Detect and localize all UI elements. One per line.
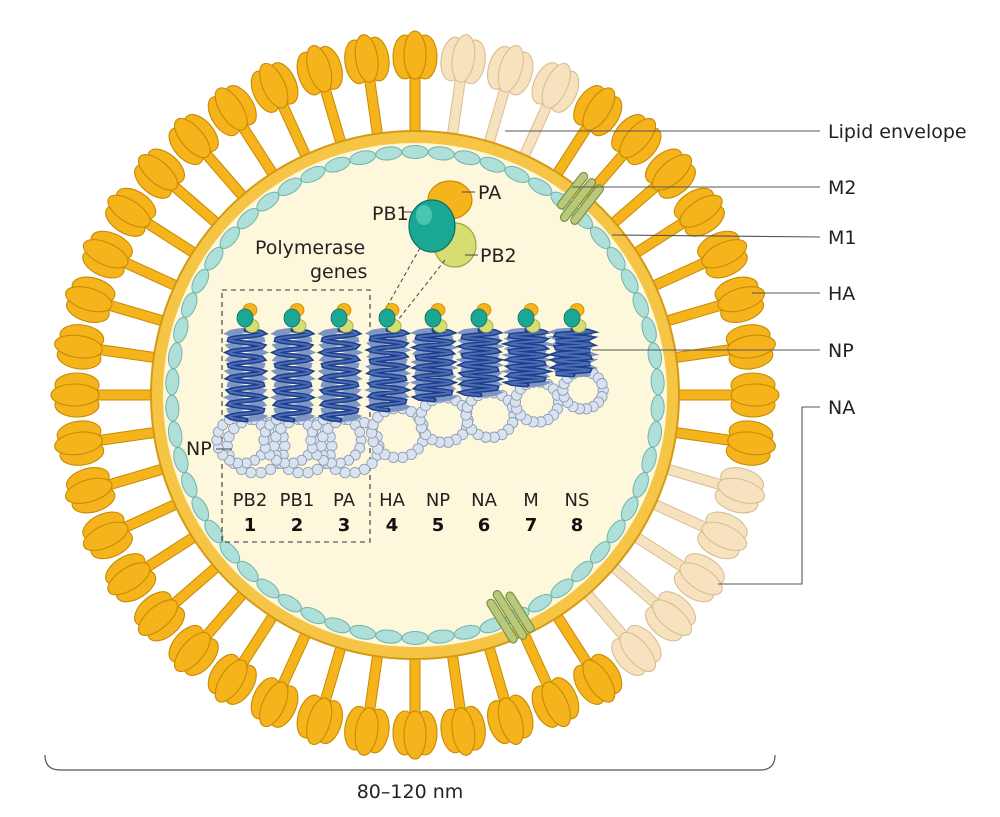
virion-interior xyxy=(163,143,667,647)
pb1-label: PB1 xyxy=(372,203,409,225)
ha-spike xyxy=(168,114,251,204)
ha-spike xyxy=(296,640,348,746)
ha-spike xyxy=(296,44,348,150)
segment-name-4: HA xyxy=(379,490,406,511)
segment-number-1: 1 xyxy=(244,515,257,536)
na-spike xyxy=(646,496,748,560)
rnp-segment-6: NA 6 xyxy=(455,303,520,536)
ha-spike xyxy=(628,187,725,261)
ha-spike xyxy=(54,420,161,466)
ha-spike xyxy=(207,85,281,182)
ha-spike xyxy=(549,608,623,705)
pb2-label: PB2 xyxy=(480,245,517,267)
m2-channel-top xyxy=(556,171,605,225)
m1-label: M1 xyxy=(828,227,856,249)
segment-number-7: 7 xyxy=(525,515,538,536)
ha-spike xyxy=(440,649,486,756)
pb1-subunit xyxy=(408,199,456,253)
ha-spike xyxy=(672,372,780,418)
lipid-envelope-label: Lipid envelope xyxy=(828,121,967,143)
na-label: NA xyxy=(828,397,855,419)
ha-spike xyxy=(54,324,161,370)
rnp-segment-3: PA 3 xyxy=(305,303,385,536)
ha-label: HA xyxy=(828,283,855,305)
pa-label: PA xyxy=(478,182,501,204)
m1-protein xyxy=(375,146,403,161)
ha-spike xyxy=(344,649,390,756)
rnp-segment-8: NS 8 xyxy=(546,303,609,536)
ha-spike xyxy=(50,372,158,418)
np-left-label: NP xyxy=(186,438,212,460)
na-spike xyxy=(628,529,725,603)
segment-number-8: 8 xyxy=(571,515,584,536)
ha-spike xyxy=(669,420,776,466)
np-label: NP xyxy=(828,340,854,362)
ha-spike xyxy=(134,148,224,231)
ha-spike xyxy=(392,652,438,760)
segment-name-7: M xyxy=(523,490,539,511)
m1-protein xyxy=(401,145,429,159)
m1-protein xyxy=(401,631,429,645)
segment-number-2: 2 xyxy=(291,515,304,536)
ha-spike xyxy=(168,586,251,676)
ha-spike xyxy=(344,34,390,141)
ha-spike xyxy=(669,324,776,370)
na-spike xyxy=(660,462,766,514)
ha-spike xyxy=(392,30,438,138)
polymerase-genes-line2: genes xyxy=(310,261,367,283)
ha-spike xyxy=(64,276,170,328)
m2-label: M2 xyxy=(828,177,856,199)
segment-name-3: PA xyxy=(333,490,356,511)
segment-name-5: NP xyxy=(426,490,450,511)
ha-spike xyxy=(250,62,314,164)
segment-name-8: NS xyxy=(565,490,590,511)
na-spike xyxy=(579,586,662,676)
ha-spike xyxy=(579,114,662,204)
segment-name-2: PB1 xyxy=(280,490,315,511)
ha-spike xyxy=(250,626,314,728)
polymerase-complex xyxy=(408,180,477,268)
spike-layer xyxy=(50,30,780,760)
na-spike xyxy=(606,559,696,642)
ha-spike xyxy=(64,462,170,514)
size-brace xyxy=(44,754,776,771)
polymerase-genes-line1: Polymerase xyxy=(255,237,365,259)
segment-number-5: 5 xyxy=(432,515,445,536)
segment-number-4: 4 xyxy=(386,515,399,536)
ha-spike xyxy=(105,187,202,261)
segment-name-6: NA xyxy=(471,490,497,511)
na-spike xyxy=(482,44,534,150)
scale-label: 80–120 nm xyxy=(357,781,464,803)
na-spike xyxy=(440,34,486,141)
segment-number-3: 3 xyxy=(338,515,351,536)
ha-spike xyxy=(660,276,766,328)
ha-spike xyxy=(606,148,696,231)
polymerase-genes-box xyxy=(221,289,371,543)
ha-spike xyxy=(207,608,281,705)
na-spike xyxy=(516,62,580,164)
ha-spike xyxy=(482,640,534,746)
m2-channel-bottom xyxy=(486,590,535,644)
segment-name-1: PB2 xyxy=(233,490,268,511)
ha-spike xyxy=(82,496,184,560)
rnp-segment-7: M7 xyxy=(500,303,565,536)
ha-spike xyxy=(134,559,224,642)
segment-number-6: 6 xyxy=(478,515,491,536)
